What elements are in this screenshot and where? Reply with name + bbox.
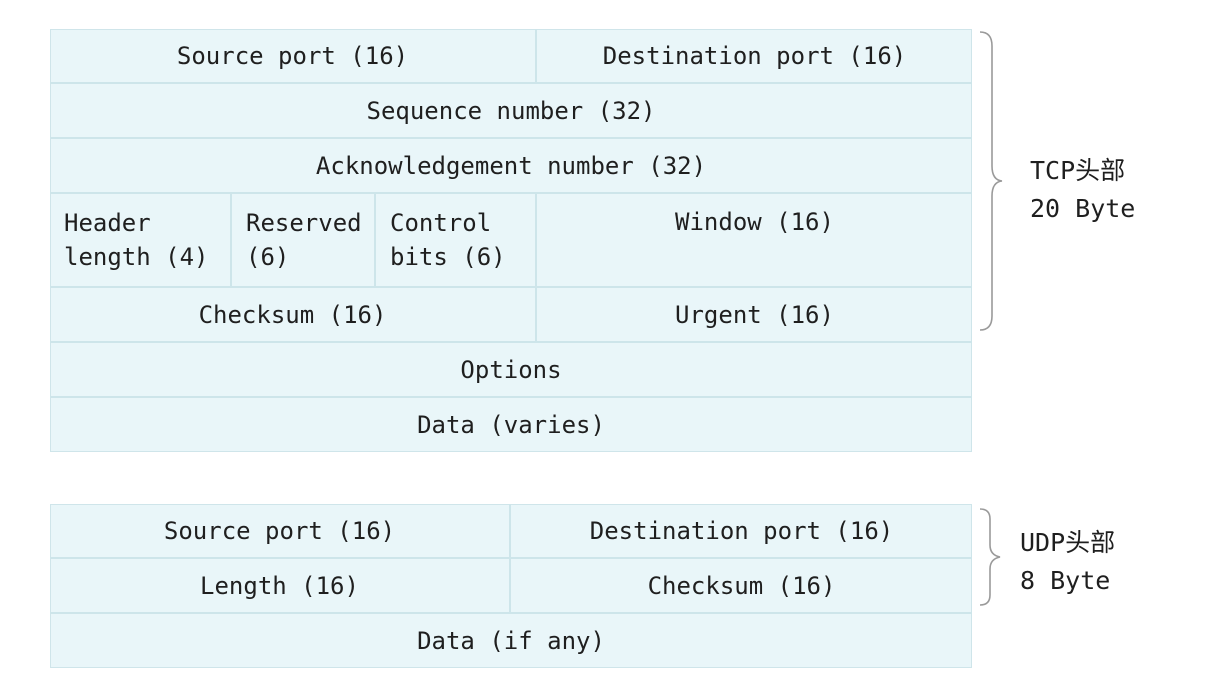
tcp-checksum-field: Checksum (16) [50, 288, 537, 341]
udp-label-line2: 8 Byte [1020, 566, 1111, 595]
udp-header-table: Source port (16) Destination port (16) L… [50, 504, 972, 668]
tcp-sequence-number-field: Sequence number (32) [366, 96, 656, 125]
tcp-label-line2: 20 Byte [1030, 194, 1136, 223]
tcp-row-ack: Acknowledgement number (32) [50, 139, 972, 194]
udp-destination-port-field: Destination port (16) [589, 516, 894, 545]
udp-row-ports: Source port (16) Destination port (16) [50, 504, 972, 559]
tcp-header-length-line2: length (4) [64, 243, 209, 271]
tcp-row-checksum: Checksum (16) Urgent (16) [50, 288, 972, 343]
tcp-header-length-field: Header length (4) [50, 194, 232, 286]
tcp-source-port-field: Source port (16) [50, 29, 537, 82]
tcp-urgent-field: Urgent (16) [675, 300, 834, 329]
tcp-header-length-line1: Header [64, 209, 151, 237]
udp-length-field: Length (16) [50, 559, 511, 612]
udp-row-data: Data (if any) [50, 614, 972, 668]
tcp-row-flags: Header length (4) Reserved (6) Control b… [50, 194, 972, 288]
tcp-control-bits-line1: Control [390, 209, 492, 237]
tcp-control-bits-field: Control bits (6) [376, 194, 537, 286]
tcp-options-field: Options [460, 355, 562, 384]
udp-header-size-label: UDP头部 8 Byte [1020, 524, 1115, 600]
tcp-destination-port-field: Destination port (16) [602, 41, 907, 70]
tcp-reserved-field: Reserved (6) [232, 194, 376, 286]
tcp-reserved-line1: Reserved [246, 209, 362, 237]
udp-data-field: Data (if any) [417, 627, 605, 655]
tcp-row-options: Options [50, 343, 972, 398]
tcp-label-line1: TCP头部 [1030, 156, 1126, 185]
tcp-row-ports: Source port (16) Destination port (16) [50, 29, 972, 84]
udp-brace-icon [979, 508, 1001, 606]
tcp-brace-icon [979, 31, 1003, 331]
tcp-window-field: Window (16) [675, 208, 834, 236]
tcp-header-size-label: TCP头部 20 Byte [1030, 152, 1135, 228]
tcp-header-table: Source port (16) Destination port (16) S… [50, 29, 972, 452]
tcp-reserved-line2: (6) [246, 243, 290, 271]
tcp-row-sequence: Sequence number (32) [50, 84, 972, 139]
udp-row-length: Length (16) Checksum (16) [50, 559, 972, 614]
tcp-control-bits-line2: bits (6) [390, 243, 506, 271]
udp-checksum-field: Checksum (16) [647, 571, 836, 600]
udp-source-port-field: Source port (16) [50, 504, 511, 557]
tcp-data-field: Data (varies) [417, 411, 605, 439]
tcp-ack-number-field: Acknowledgement number (32) [315, 151, 707, 180]
udp-label-line1: UDP头部 [1020, 528, 1116, 557]
tcp-row-data: Data (varies) [50, 398, 972, 452]
